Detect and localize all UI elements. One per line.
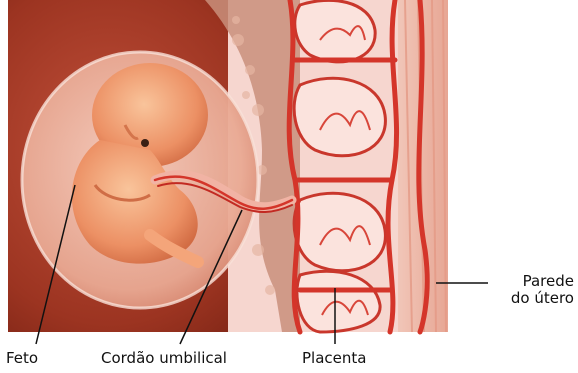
label-umbilical-cord: Cordão umbilical bbox=[101, 350, 227, 367]
label-uterus-wall: Parede do útero bbox=[494, 273, 574, 307]
label-uterus-wall-line1: Parede bbox=[494, 273, 574, 290]
label-fetus: Feto bbox=[6, 350, 38, 367]
label-uterus-wall-line2: do útero bbox=[494, 290, 574, 307]
fetus-eye bbox=[141, 139, 149, 147]
label-placenta: Placenta bbox=[302, 350, 366, 367]
